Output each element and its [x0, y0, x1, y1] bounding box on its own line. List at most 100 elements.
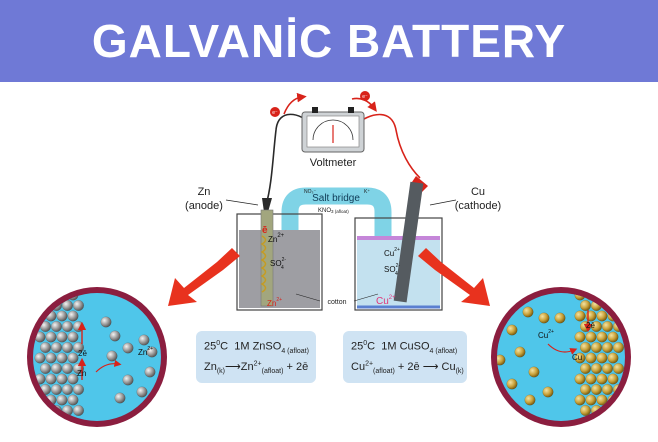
copper-atom	[596, 331, 608, 343]
zinc-atom	[72, 342, 84, 354]
cotton-label: cotton	[327, 299, 346, 306]
copper-electrode	[393, 181, 424, 303]
anode-electron-label: ē	[262, 225, 268, 236]
salt-bridge-no3: NO₃⁻	[304, 189, 317, 195]
cathode-equation-box: 250C 1M CuSO4 (afloat) Cu2+(afloat) + 2ē…	[343, 331, 467, 383]
copper-atom	[585, 373, 597, 385]
voltmeter-label: Voltmeter	[310, 157, 357, 169]
cathode-ion-arrow	[547, 343, 578, 355]
zinc-atom	[62, 342, 74, 354]
zinc-atom	[67, 373, 79, 385]
anode-conditions: 250C 1M ZnSO4 (afloat)	[204, 340, 309, 355]
zinc-atom	[51, 363, 63, 375]
cotton-pointer-left	[295, 293, 321, 302]
copper-atom	[585, 394, 597, 406]
anode-beaker-glass	[236, 213, 323, 311]
copper-atom	[602, 384, 614, 396]
anode-role: (anode)	[185, 200, 223, 212]
zinc-atom	[51, 384, 63, 396]
zinc-atom	[34, 352, 46, 364]
anode-zoom-electron: 2ē	[78, 349, 87, 358]
salt-bridge-k: K⁺	[364, 189, 370, 195]
zinc-atom	[40, 342, 52, 354]
cathode-zoom: 2ē Cu2+ Cu	[491, 287, 631, 427]
cathode-half-reaction: Cu2+(afloat) + 2ē ⟶ Cu(k)	[351, 360, 464, 376]
zinc-atom	[62, 363, 74, 375]
copper-atom	[585, 310, 597, 322]
anode-solution	[239, 230, 320, 308]
copper-atom	[574, 331, 586, 343]
copper-ion-sphere	[554, 312, 566, 324]
wire-right	[353, 113, 421, 179]
copper-atom	[580, 300, 592, 312]
cathode-zoom-ion: Cu2+	[538, 329, 554, 340]
zinc-ion-sphere	[106, 350, 118, 362]
copper-atom	[580, 363, 592, 375]
wire-left	[265, 113, 313, 206]
zinc-atom	[67, 310, 79, 322]
zinc-atom	[45, 293, 57, 301]
copper-ion-sphere	[514, 346, 526, 358]
cathode-conditions: 250C 1M CuSO4 (afloat)	[351, 340, 458, 355]
zinc-atom	[34, 293, 46, 301]
copper-atom	[613, 405, 625, 417]
anode-equation-box: 250C 1M ZnSO4 (afloat) Zn(k)⟶Zn2+(afloat…	[196, 331, 316, 383]
copper-atom	[580, 342, 592, 354]
cathode-pointer	[429, 199, 457, 206]
copper-atom	[580, 405, 592, 417]
copper-ion-sphere	[542, 386, 554, 398]
anode-half-reaction: Zn(k)⟶Zn2+(afloat) + 2ē	[204, 360, 309, 376]
zinc-atom	[45, 373, 57, 385]
anode-zoom-zn: Zn	[77, 369, 86, 378]
zinc-atom	[67, 352, 79, 364]
electron-flow-arrow-left	[283, 92, 307, 115]
anode-so4-ion: SO2-4	[270, 257, 286, 271]
anode-ion-arrow	[95, 359, 122, 373]
copper-atom	[613, 363, 625, 375]
copper-ion-sphere	[538, 312, 550, 324]
anode-pointer	[225, 199, 259, 206]
copper-ion-sphere	[506, 324, 518, 336]
copper-ion-sphere	[497, 354, 506, 366]
page-title: GALVANİC BATTERY	[91, 15, 567, 67]
copper-atom	[613, 300, 625, 312]
zinc-ion-sphere	[144, 366, 156, 378]
copper-ion-sphere	[522, 306, 534, 318]
anode-zoom: 2ē Zn Zn2+	[27, 287, 167, 427]
cathode-name: Cu	[471, 186, 485, 198]
cathode-cu-bottom: Cu2+	[376, 295, 396, 307]
zinc-ion-sphere	[122, 374, 134, 386]
zinc-ion-sphere	[114, 392, 126, 404]
zoom-arrow-left	[168, 248, 240, 306]
copper-atom	[607, 293, 619, 301]
zinc-atom	[72, 405, 84, 417]
copper-atom	[596, 394, 608, 406]
zinc-atom	[67, 394, 79, 406]
zinc-atom	[56, 373, 68, 385]
zinc-atom	[56, 331, 68, 343]
zinc-atom	[72, 300, 84, 312]
zinc-atom	[45, 331, 57, 343]
salt-bridge-kno3: KNO3 (afloat)	[318, 208, 349, 214]
anode-name: Zn	[198, 186, 211, 198]
copper-atom	[574, 373, 586, 385]
cathode-solution-top	[357, 236, 440, 240]
salt-bridge-tube	[281, 187, 392, 292]
anode-beaker: ē Zn2+ SO2-4 Zn2+	[236, 209, 323, 311]
cathode-role: (cathode)	[455, 200, 501, 212]
copper-atom	[574, 394, 586, 406]
clip-left	[262, 198, 272, 212]
copper-atom	[585, 352, 597, 364]
zinc-atom	[51, 342, 63, 354]
electron-badges: e⁻ e⁻	[270, 91, 370, 117]
zoom-arrow-right	[418, 248, 490, 306]
electron-badge-left-label: e⁻	[272, 110, 278, 116]
zinc-coil	[260, 235, 267, 293]
copper-atom	[574, 352, 586, 364]
zinc-ion-sphere	[136, 386, 148, 398]
copper-atom	[591, 363, 603, 375]
cathode-so4-ion: SO2-4	[384, 263, 400, 277]
zinc-atom	[72, 384, 84, 396]
copper-atom	[596, 352, 608, 364]
